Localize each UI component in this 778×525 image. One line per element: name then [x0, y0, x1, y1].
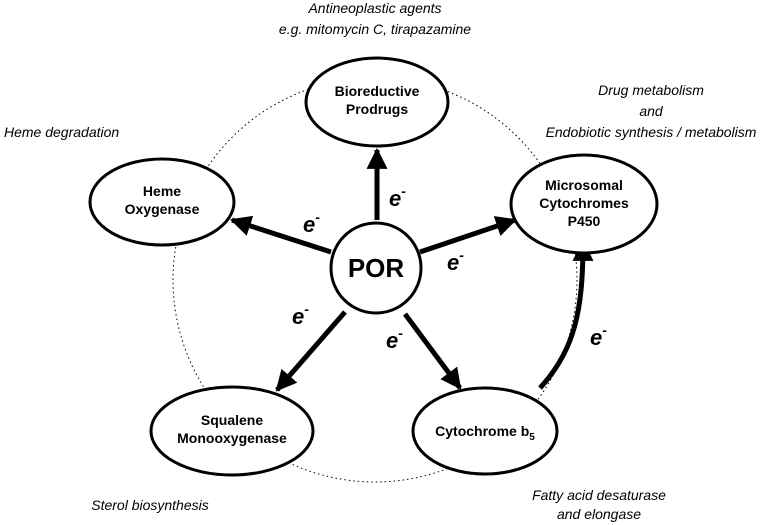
bioreductive-label-line2: Prodrugs: [346, 101, 408, 117]
por-label: POR: [348, 253, 405, 283]
note-antineoplastic-line1: Antineoplastic agents: [307, 0, 441, 16]
electron-label-bioreductive: e-: [389, 183, 406, 211]
note-drug-metabolism-line2: and: [639, 103, 664, 119]
note-drug-metabolism-line1: Drug metabolism: [598, 82, 704, 98]
node-heme-oxygenase: [88, 157, 236, 247]
note-antineoplastic-line2: e.g. mitomycin C, tirapazamine: [279, 21, 471, 37]
cycle-dotted-circle: [172, 77, 578, 483]
arrow-cytb5-to-p450: [538, 239, 594, 390]
arrow-to-cytb5: [402, 312, 463, 390]
cytb5-label: Cytochrome b5: [435, 423, 535, 443]
note-fatty-acid-line2: and elongase: [557, 506, 641, 522]
note-heme-degradation: Heme degradation: [4, 124, 119, 140]
node-cytochrome-b5: [411, 386, 559, 476]
electron-label-cytb5: e-: [386, 325, 403, 353]
node-por: [329, 221, 423, 315]
arrow-to-heme: [230, 215, 332, 255]
note-fatty-acid-line1: Fatty acid desaturase: [532, 487, 666, 503]
heme-label-line2: Oxygenase: [125, 201, 200, 217]
node-squalene-monooxygenase: [149, 385, 315, 477]
squalene-label-line1: Squalene: [201, 412, 263, 428]
p450-label-line3: P450: [568, 213, 601, 229]
electron-label-cytb5-p450: e-: [590, 322, 607, 350]
node-microsomal-cytochromes-p450: [509, 153, 659, 255]
arrow-to-squalene: [275, 310, 347, 392]
note-sterol-biosynthesis: Sterol biosynthesis: [91, 497, 209, 513]
node-bioreductive-prodrugs: [304, 56, 450, 148]
bioreductive-label-line1: Bioreductive: [335, 83, 420, 99]
electron-label-heme: e-: [303, 209, 320, 237]
arrow-to-p450: [419, 216, 517, 255]
electron-label-squalene: e-: [292, 301, 309, 329]
p450-label-line2: Cytochromes: [539, 195, 629, 211]
heme-label-line1: Heme: [143, 183, 181, 199]
p450-label-line1: Microsomal: [545, 177, 623, 193]
electron-label-p450: e-: [447, 247, 464, 275]
note-drug-metabolism-line3: Endobiotic synthesis / metabolism: [546, 124, 757, 140]
squalene-label-line2: Monooxygenase: [177, 430, 287, 446]
